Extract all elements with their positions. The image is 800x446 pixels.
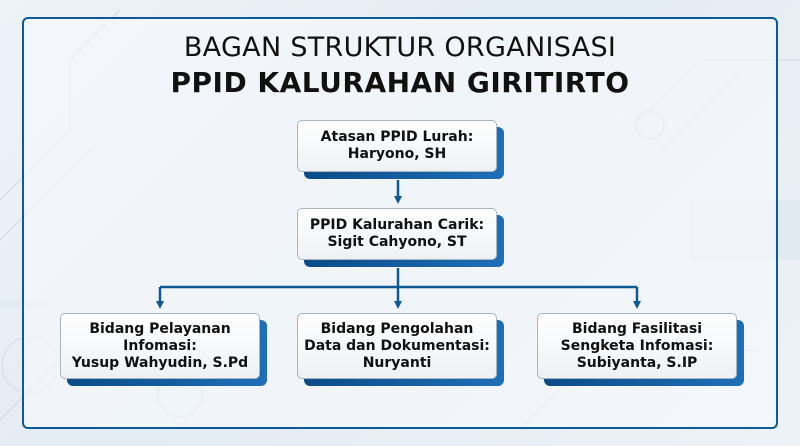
node-label: Atasan PPID Lurah:	[320, 129, 474, 145]
node-bidang-fasilitasi: Bidang Fasilitasi Sengketa Infomasi: Sub…	[537, 313, 744, 386]
diagram-title: BAGAN STRUKTUR ORGANISASI	[183, 32, 617, 63]
node-person: Nuryanti	[362, 354, 432, 371]
node-bidang-pelayanan: Bidang Pelayanan Infomasi: Yusup Wahyudi…	[60, 313, 267, 386]
node-bidang-pengolahan: Bidang Pengolahan Data dan Dokumentasi: …	[297, 313, 504, 386]
node-person: Sigit Cahyono, ST	[327, 234, 467, 250]
node-label: Bidang Pengolahan	[320, 320, 474, 337]
node-label: PPID Kalurahan Carik:	[309, 217, 485, 233]
node-person: Yusup Wahyudin, S.Pd	[71, 354, 249, 371]
node-card: Bidang Pengolahan Data dan Dokumentasi: …	[297, 313, 497, 379]
node-person: Haryono, SH	[347, 146, 447, 162]
node-label: Sengketa Infomasi:	[560, 337, 714, 354]
node-label: Infomasi:	[123, 337, 197, 354]
node-label: Data dan Dokumentasi:	[304, 337, 490, 354]
node-card: Bidang Pelayanan Infomasi: Yusup Wahyudi…	[60, 313, 260, 379]
node-card: Bidang Fasilitasi Sengketa Infomasi: Sub…	[537, 313, 737, 379]
diagram-subtitle: PPID KALURAHAN GIRITIRTO	[170, 66, 630, 99]
node-label: Bidang Fasilitasi	[572, 320, 702, 337]
node-person: Subiyanta, S.IP	[576, 354, 698, 371]
node-card: Atasan PPID Lurah: Haryono, SH	[297, 120, 497, 172]
node-ppid-kalurahan: PPID Kalurahan Carik: Sigit Cahyono, ST	[297, 208, 504, 267]
node-atasan-ppid: Atasan PPID Lurah: Haryono, SH	[297, 120, 504, 179]
node-label: Bidang Pelayanan	[89, 320, 231, 337]
node-card: PPID Kalurahan Carik: Sigit Cahyono, ST	[297, 208, 497, 260]
